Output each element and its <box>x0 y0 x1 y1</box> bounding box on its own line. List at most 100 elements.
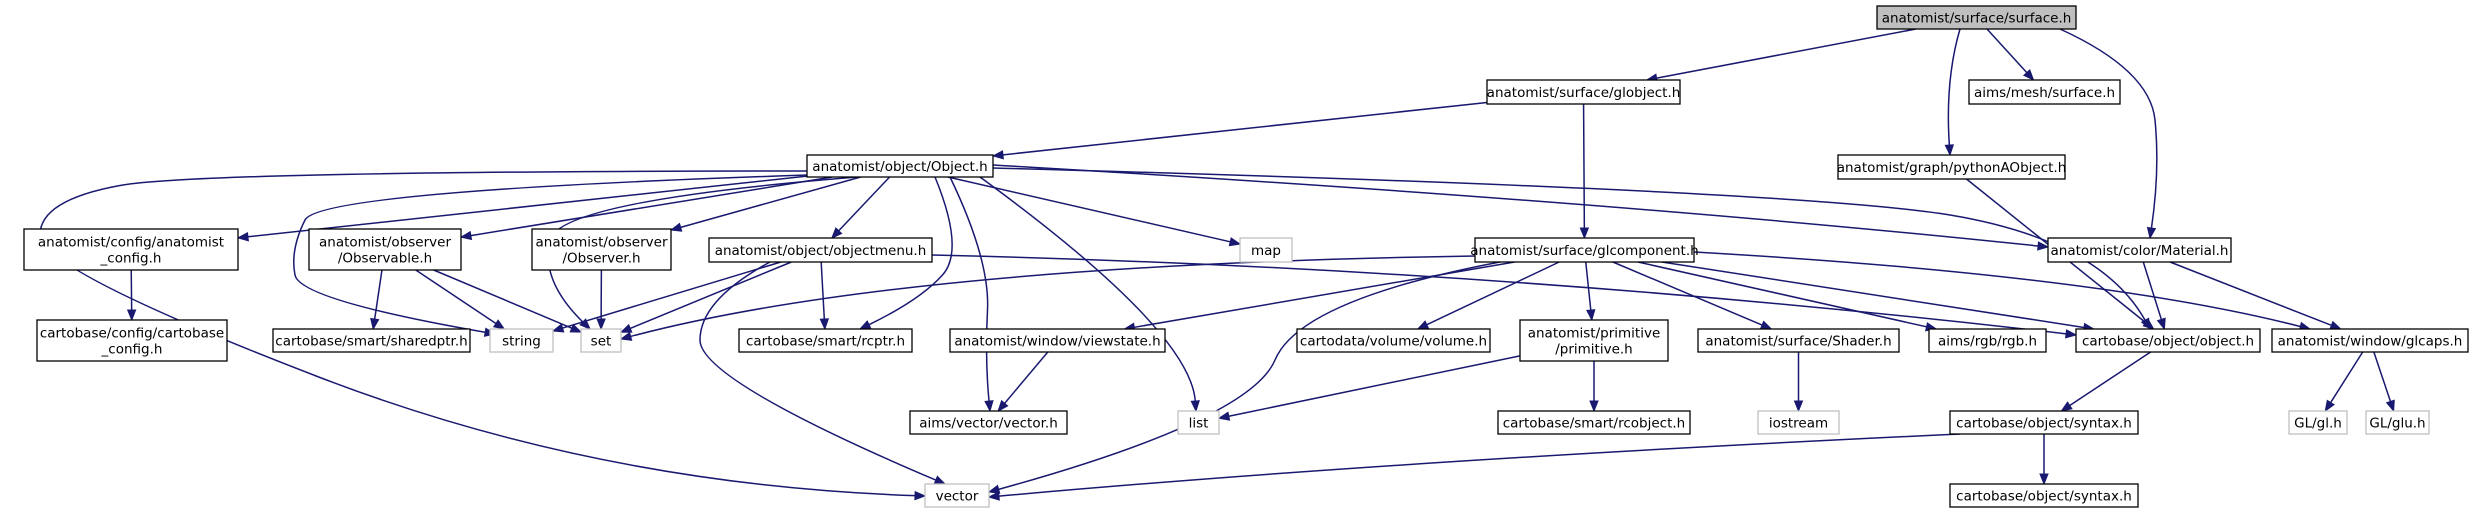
edge-Observable_h-to-set <box>433 269 583 333</box>
node-list: list <box>1177 410 1220 435</box>
node-aims-surface-h[interactable]: aims/mesh/surface.h <box>1968 79 2121 105</box>
node-box <box>806 154 994 178</box>
node-box <box>1239 237 1293 263</box>
edge-line <box>838 176 891 232</box>
edge-line <box>1637 261 1927 328</box>
node-label: GL/glu.h <box>2369 416 2425 432</box>
arrowhead-icon <box>569 323 583 333</box>
node-viewstate-h[interactable]: anatomist/window/viewstate.h <box>949 328 1166 353</box>
node-rcptr-h[interactable]: cartobase/smart/rcptr.h <box>738 328 913 353</box>
node-label: anatomist/surface/Shader.h <box>1705 334 1891 350</box>
edge-object_Object_h-to-aims_vector_h <box>949 176 994 413</box>
arrowhead-icon <box>858 320 872 330</box>
edge-line <box>979 176 1197 402</box>
edge-glcomponent_h-to-volume_h <box>1416 261 1560 330</box>
edge-line <box>247 175 808 238</box>
arrowhead-icon <box>619 323 633 333</box>
arrowhead-icon <box>2324 399 2335 413</box>
node-label: /Observable.h <box>338 251 432 267</box>
edge-viewstate_h-to-aims_vector_h <box>997 351 1049 413</box>
edge-line <box>949 176 990 402</box>
node-aims-vector-h[interactable]: aims/vector/vector.h <box>909 410 1068 435</box>
node-label: anatomist/primitive <box>1528 326 1661 342</box>
node-label: anatomist/config/anatomist <box>38 235 224 251</box>
arrowhead-icon <box>1589 400 1599 413</box>
node-config-h[interactable]: anatomist/config/anatomist_config.h <box>23 228 239 271</box>
node-sharedptr-h[interactable]: cartobase/smart/sharedptr.h <box>272 328 471 353</box>
node-primitive-h[interactable]: anatomist/primitive/primitive.h <box>1519 319 1669 362</box>
node-pythonAObject-h[interactable]: anatomist/graph/pythonAObject.h <box>1837 154 2067 180</box>
arrowhead-icon <box>933 475 947 485</box>
node-map: map <box>1239 237 1293 263</box>
node-objectmenu-h[interactable]: anatomist/object/objectmenu.h <box>708 237 933 263</box>
node-box <box>272 328 471 353</box>
node-syntax-h-1[interactable]: cartobase/object/syntax.h <box>1949 410 2139 435</box>
node-globject-h[interactable]: anatomist/surface/globject.h <box>1486 79 1681 105</box>
node-box <box>23 228 239 271</box>
node-label: cartobase/object/object.h <box>2082 334 2254 350</box>
edge-line <box>547 175 871 323</box>
edge-glcomponent_h-to-primitive_h <box>1585 261 1596 322</box>
edge-line <box>2142 261 2163 320</box>
node-cb-object-h[interactable]: cartobase/object/object.h <box>2075 328 2261 353</box>
node-Shader-h[interactable]: anatomist/surface/Shader.h <box>1697 328 1900 353</box>
arrowhead-icon <box>1944 144 1955 157</box>
node-Observer-h[interactable]: anatomist/observer/Observer.h <box>531 228 672 271</box>
node-label: GL/gl.h <box>2294 416 2342 432</box>
node-label: cartobase/config/cartobase <box>40 326 224 342</box>
edge-surface_h-to-pythonAObject_h <box>1944 28 1961 157</box>
node-cb-config-h[interactable]: cartobase/config/cartobase_config.h <box>36 319 228 362</box>
node-box <box>2047 237 2232 263</box>
edge-Observer_h-to-set <box>596 269 606 331</box>
node-glu-h: GL/glu.h <box>2365 410 2430 435</box>
node-label: /primitive.h <box>1555 342 1633 358</box>
node-rgb-h[interactable]: aims/rgb/rgb.h <box>1928 328 2047 353</box>
node-label: cartobase/object/syntax.h <box>1956 489 2132 505</box>
node-syntax-h-2[interactable]: cartobase/object/syntax.h <box>1949 483 2139 508</box>
node-label: list <box>1189 416 1209 432</box>
node-glcomponent-h[interactable]: anatomist/surface/glcomponent.h <box>1470 237 1699 263</box>
node-box <box>1876 5 2077 30</box>
node-box <box>1497 410 1691 435</box>
node-label: iostream <box>1769 416 1828 432</box>
arrowhead-icon <box>2140 317 2151 331</box>
node-volume-h[interactable]: cartodata/volume/volume.h <box>1296 328 1491 353</box>
edge-syntax_h_1-to-vector <box>987 433 1961 501</box>
node-Material-h[interactable]: anatomist/color/Material.h <box>2047 237 2232 263</box>
arrowhead-icon <box>2022 69 2035 81</box>
edge-Material_h-to-cb_object_h <box>2142 261 2166 331</box>
node-box <box>1837 154 2066 180</box>
node-Observable-h[interactable]: anatomist/observer/Observable.h <box>308 228 462 271</box>
edge-line <box>931 254 2067 335</box>
edge-surface_h-to-Material_h <box>2059 28 2158 240</box>
edge-line <box>868 176 953 326</box>
arrowhead-icon <box>126 309 137 322</box>
edge-line <box>1661 261 2085 329</box>
edge-Observable_h-to-string <box>415 269 506 330</box>
node-label: cartobase/smart/sharedptr.h <box>275 334 467 350</box>
edge-line <box>1134 261 1515 329</box>
edge-object_Object_h-to-objectmenu_h <box>830 176 891 239</box>
edge-Shader_h-to-iostream <box>1793 352 1804 413</box>
edge-line <box>1582 103 1586 229</box>
node-glcaps-h[interactable]: anatomist/window/glcaps.h <box>2271 328 2469 353</box>
edge-line <box>947 176 1231 243</box>
arrowhead-icon <box>619 331 633 341</box>
arrowhead-icon <box>2037 241 2050 251</box>
edge-line <box>1986 28 2028 74</box>
arrowhead-icon <box>1793 400 1804 413</box>
node-surface-h[interactable]: anatomist/surface/surface.h <box>1876 5 2077 30</box>
edge-objectmenu_h-to-vector <box>699 261 947 485</box>
edge-line <box>1585 261 1592 311</box>
edge-object_Object_h-to-config_h <box>236 175 808 242</box>
node-object-Object-h[interactable]: anatomist/object/Object.h <box>806 154 994 178</box>
arrowhead-icon <box>991 150 1004 160</box>
node-rcobject-h[interactable]: cartobase/smart/rcobject.h <box>1497 410 1691 435</box>
node-label: map <box>1251 243 1281 259</box>
edge-line <box>820 261 826 320</box>
edge-glcomponent_h-to-viewstate_h <box>1123 261 1515 332</box>
edge-glcomponent_h-to-glcaps_h <box>1693 251 2312 331</box>
edge-line <box>293 173 841 334</box>
edge-objectmenu_h-to-cb_object_h <box>931 254 2078 339</box>
edge-cb_object_h-to-syntax_h_1 <box>2060 351 2152 412</box>
